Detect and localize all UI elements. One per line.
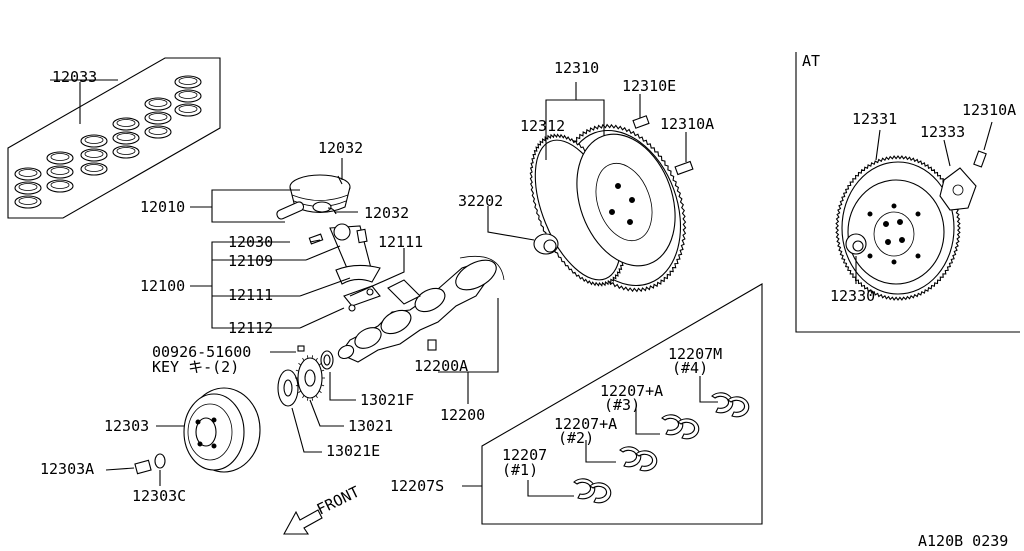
label-12310: 12310	[554, 59, 599, 77]
drawing-code: A120B 0239	[918, 532, 1008, 550]
label-12330: 12330	[830, 287, 875, 305]
label-12331: 12331	[852, 110, 897, 128]
label-12032-top: 12032	[318, 139, 363, 157]
label-12310a: 12310A	[660, 115, 714, 133]
damper-pulley	[105, 387, 261, 486]
label-key: KEY キ-(2)	[152, 358, 239, 376]
label-12112: 12112	[228, 319, 273, 337]
piston-assembly	[190, 158, 358, 223]
label-13021: 13021	[348, 417, 393, 435]
front-arrow	[283, 509, 323, 535]
label-12303a: 12303A	[40, 460, 94, 478]
label-12207: 12207	[502, 446, 547, 464]
label-12109: 12109	[228, 252, 273, 270]
label-12111-left: 12111	[228, 286, 273, 304]
flywheel-mt	[487, 82, 694, 293]
bearing-set	[462, 283, 763, 525]
connecting-rod-assembly	[190, 223, 405, 329]
part-labels: 12033 12032 12032 12010 12030 12111 1210…	[40, 52, 1016, 550]
label-12207a-3: 12207+A	[600, 382, 663, 400]
label-12032-bottom: 12032	[364, 204, 409, 222]
label-12033: 12033	[52, 68, 97, 86]
label-no3: (#3)	[604, 396, 640, 414]
at-section	[795, 52, 1020, 333]
label-12200a: 12200A	[414, 357, 468, 375]
label-front: FRONT	[314, 483, 362, 519]
piston-ring-set	[7, 57, 221, 219]
sprocket-group	[270, 345, 356, 453]
label-12310e: 12310E	[622, 77, 676, 95]
label-at: AT	[802, 52, 820, 70]
label-12200: 12200	[440, 406, 485, 424]
label-12100: 12100	[140, 277, 185, 295]
label-12030: 12030	[228, 233, 273, 251]
label-no4: (#4)	[672, 359, 708, 377]
label-12207s: 12207S	[390, 477, 444, 495]
label-12010: 12010	[140, 198, 185, 216]
label-12312: 12312	[520, 117, 565, 135]
label-12303: 12303	[104, 417, 149, 435]
label-00926-51600: 00926-51600	[152, 343, 251, 361]
label-no1: (#1)	[502, 461, 538, 479]
label-12207m: 12207M	[668, 345, 722, 363]
crankshaft	[337, 255, 505, 404]
label-no2: (#2)	[558, 429, 594, 447]
label-13021e: 13021E	[326, 442, 380, 460]
label-12207a-2: 12207+A	[554, 415, 617, 433]
label-12303c: 12303C	[132, 487, 186, 505]
label-13021f: 13021F	[360, 391, 414, 409]
label-32202: 32202	[458, 192, 503, 210]
label-12310a-at: 12310A	[962, 101, 1016, 119]
label-12333: 12333	[920, 123, 965, 141]
label-12111-right: 12111	[378, 233, 423, 251]
